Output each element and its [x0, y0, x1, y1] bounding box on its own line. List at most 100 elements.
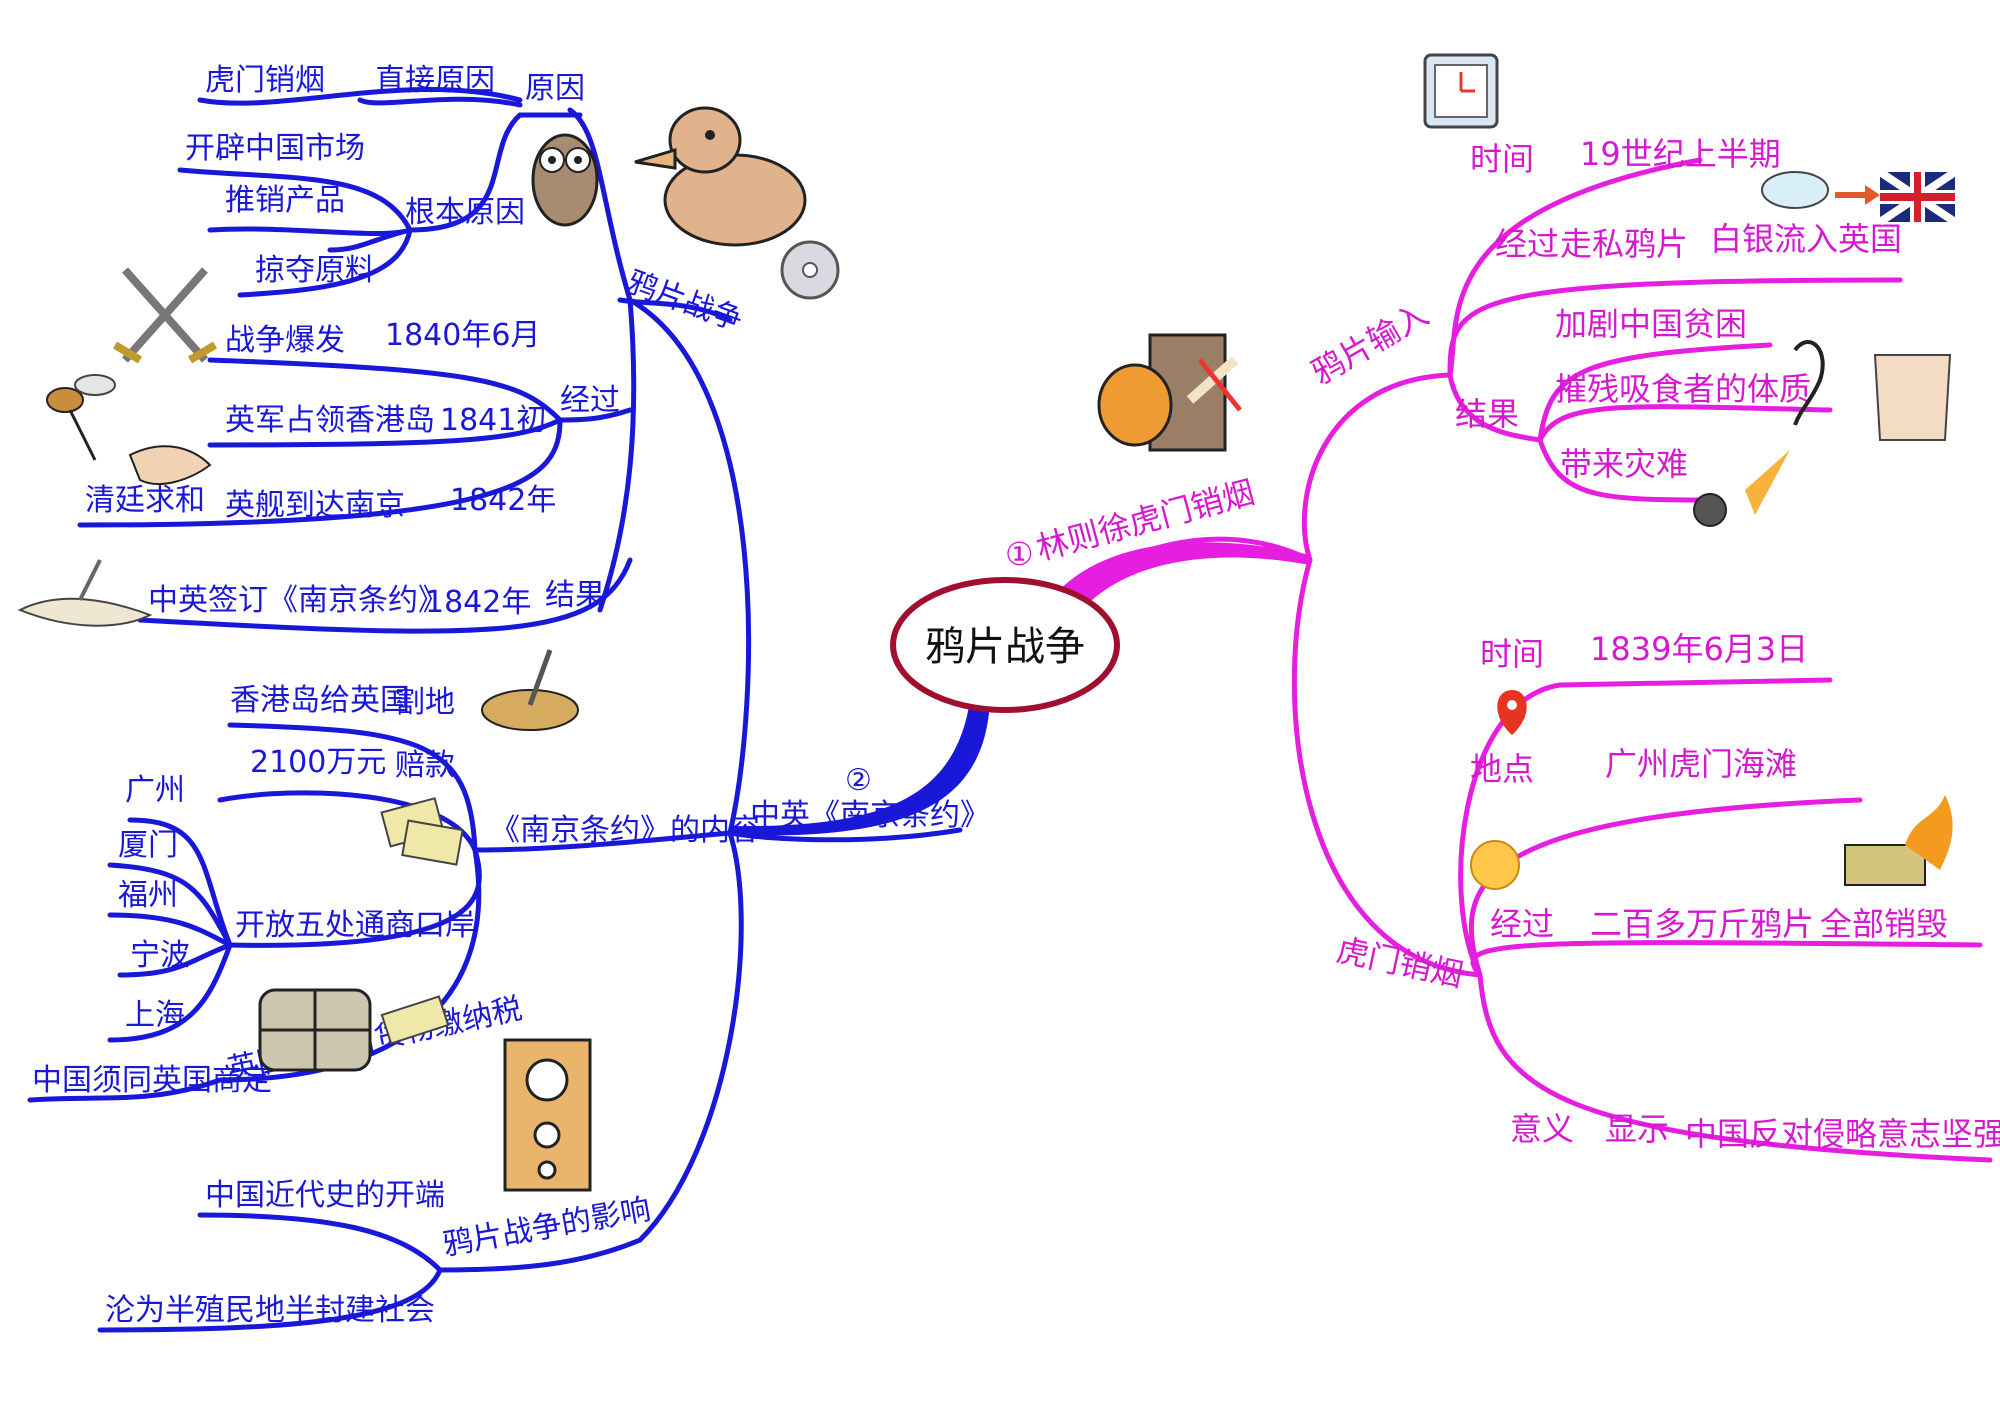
- opium-result-3: 带来灾难: [1560, 445, 1688, 483]
- branch-right-trunk-down: [1291, 557, 1483, 978]
- root-item-1: 开辟中国市场: [185, 131, 365, 166]
- humen-place-label: 地点: [1470, 750, 1534, 788]
- land-sword-icon: [481, 649, 579, 731]
- opium-result-1: 加剧中国贫困: [1555, 305, 1747, 343]
- humen-meaning-label: 意义: [1510, 1110, 1574, 1148]
- process-extra-3: 清廷求和: [85, 483, 205, 518]
- right-main-number: ①: [1005, 535, 1034, 573]
- root-reason-label: 根本原因: [405, 195, 525, 230]
- branch-process-base: [557, 407, 633, 423]
- opium-result-label: 结果: [1455, 395, 1519, 433]
- center-title: 鸦片战争: [925, 624, 1085, 670]
- humen-process-label: 经过: [1490, 905, 1554, 943]
- branch-reason-base: [407, 112, 583, 233]
- indemnity-value: 2100万元: [250, 745, 386, 780]
- center-node[interactable]: [890, 577, 1120, 713]
- process-time-1: 1840年6月: [385, 318, 540, 353]
- opium-result-2: 摧残吸食者的体质: [1555, 370, 1811, 408]
- humen-place-value: 广州虎门海滩: [1605, 745, 1797, 783]
- result-time: 1842年: [425, 585, 531, 620]
- silver-ingot-icon: [1761, 171, 1829, 209]
- money-icon: [380, 797, 464, 866]
- tariff-value: 中国须同英国商定: [32, 1063, 272, 1098]
- branch-right-main: [1057, 536, 1313, 603]
- branch-left-main: [727, 827, 963, 843]
- tiger-door-icon: [1097, 333, 1242, 452]
- process-label: 经过: [560, 383, 620, 418]
- left-main-number: ②: [845, 763, 872, 798]
- branch-result-base: [137, 557, 633, 634]
- branch-war-vertical: [567, 107, 637, 613]
- meteor-icon: [1693, 450, 1790, 527]
- handshake-icon: [128, 445, 212, 485]
- branch-direct: [197, 86, 523, 108]
- reason-label: 原因: [525, 71, 585, 106]
- branch-right-trunk-up: [1301, 372, 1453, 563]
- opium-process-1: 走私鸦片: [1560, 225, 1688, 263]
- branch-left-trunk: [627, 297, 752, 836]
- branch-tariff-left: [27, 1077, 223, 1103]
- process-event-3: 英舰到达南京: [225, 488, 405, 523]
- port-3: 福州: [118, 878, 178, 913]
- humen-time-value: 1839年6月3日: [1590, 630, 1808, 668]
- direct-reason-value: 虎门销烟: [205, 63, 325, 98]
- root-item-2: 推销产品: [225, 183, 345, 218]
- clock-icon: [1423, 53, 1499, 129]
- cargo-bale-icon: [258, 988, 372, 1072]
- root-item-3: 掠夺原料: [255, 253, 375, 288]
- sun-icon: [1470, 840, 1520, 890]
- process-time-2: 1841初: [440, 403, 546, 438]
- owl-icon: [531, 133, 599, 227]
- branch-root: [177, 167, 413, 298]
- humen-process-1: 二百多万斤鸦片: [1590, 905, 1814, 943]
- port-4: 宁波: [130, 938, 190, 973]
- process-event-1: 战争爆发: [225, 323, 345, 358]
- port-1: 广州: [125, 773, 185, 808]
- cede-label: 割地: [395, 685, 455, 720]
- direct-reason-label: 直接原因: [375, 63, 495, 98]
- branch-treaty-items: [217, 722, 482, 1083]
- port-5: 上海: [125, 998, 185, 1033]
- torso-icon: [1873, 354, 1952, 441]
- cede-value: 香港岛给英国: [230, 683, 410, 718]
- branch-process-items: [77, 357, 563, 528]
- duck-icon: [634, 106, 807, 247]
- humen-label: 虎门销烟: [1333, 931, 1466, 995]
- branch-impact: [97, 1212, 643, 1333]
- speaker-icon: [503, 1038, 592, 1192]
- mosquito-icon: [46, 374, 116, 461]
- arrow-right-icon: [1835, 185, 1880, 205]
- result-event: 中英签订《南京条约》: [148, 583, 448, 618]
- connector-left-main: [730, 700, 990, 836]
- location-pin-icon: [1497, 690, 1527, 735]
- process-event-2: 英军占领香港岛: [225, 403, 435, 438]
- impact-item-2: 沦为半殖民地半封建社会: [105, 1293, 435, 1328]
- port-2: 厦门: [118, 828, 178, 863]
- humen-meaning-2: 中国反对侵略意志坚强: [1685, 1115, 2000, 1153]
- branch-opium-result: [1537, 342, 1833, 503]
- burning-money-icon: [1844, 795, 1953, 886]
- uk-flag-icon: [1877, 168, 1958, 226]
- branch-left-trunk-down: [637, 830, 744, 1243]
- ports-label: 开放五处通商口岸: [235, 908, 475, 943]
- opium-time-label: 时间: [1470, 140, 1534, 178]
- quill-paper-icon: [17, 559, 153, 627]
- crossed-swords-icon: [112, 267, 218, 364]
- humen-time-label: 时间: [1480, 635, 1544, 673]
- disc-icon: [780, 240, 840, 300]
- branch-opium-items: [1447, 157, 1903, 443]
- impact-item-1: 中国近代史的开端: [205, 1178, 445, 1213]
- war-label: 鸦片战争: [622, 265, 747, 339]
- impact-label: 鸦片战争的影响: [440, 1192, 653, 1263]
- whip-icon: [1793, 340, 1825, 426]
- opium-time-value: 19世纪上半期: [1580, 135, 1781, 173]
- left-main-label: 中英《南京条约》: [750, 798, 990, 833]
- opium-process-2: 白银流入英国: [1710, 220, 1902, 258]
- opium-process-label: 经过: [1495, 225, 1559, 263]
- humen-process-2: 全部销毁: [1820, 905, 1948, 943]
- process-time-3: 1842年: [450, 483, 556, 518]
- result-label: 结果: [545, 578, 605, 613]
- treaty-label: 《南京条约》的内容: [490, 813, 760, 848]
- branch-treaty-base: [472, 830, 733, 853]
